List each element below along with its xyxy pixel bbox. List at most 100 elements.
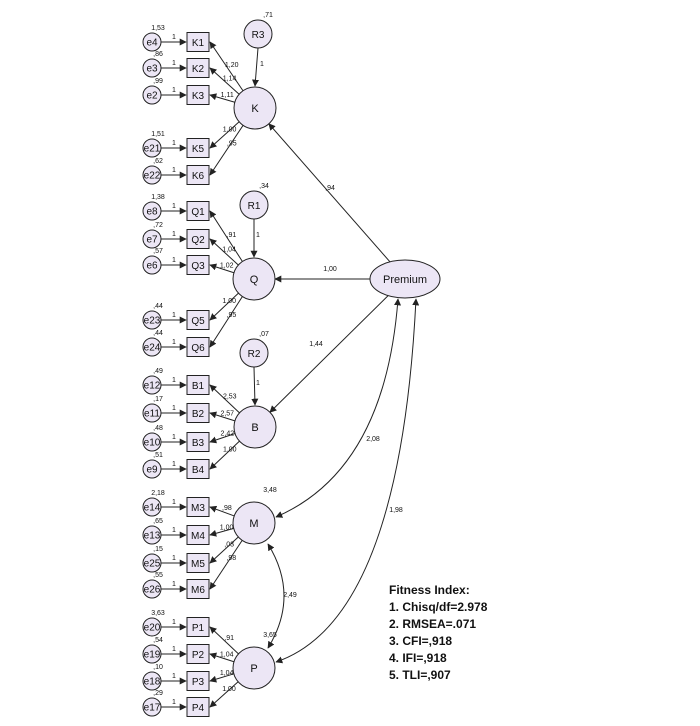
latent-factor-node (233, 86, 277, 130)
error-term-node (142, 644, 162, 664)
factor-loading-label: 1,00 (223, 447, 237, 454)
error-variance-label: ,17 (153, 396, 163, 403)
factor-loading-label: 2,42 (221, 430, 235, 437)
error-path-fixed-label: 1 (172, 527, 176, 534)
factor-loading-path (209, 440, 240, 470)
error-variance-label: ,99 (153, 78, 163, 85)
error-variance-label: ,86 (153, 51, 163, 58)
latent-factor-label: B (251, 422, 258, 434)
error-term-node (142, 525, 162, 545)
error-variance-label: ,54 (153, 637, 163, 644)
factor-loading-label: 1,04 (220, 670, 234, 677)
residual-label: R1 (248, 201, 261, 212)
structural-path-label: 1,44 (309, 341, 323, 348)
indicator-label: P1 (192, 623, 205, 634)
error-term-label: e21 (144, 144, 161, 155)
covariance-label: 2,08 (366, 436, 380, 443)
error-path-fixed-label: 1 (172, 140, 176, 147)
latent-factor-label: P (250, 663, 257, 675)
indicator-box (186, 375, 210, 395)
indicator-label: M5 (191, 559, 205, 570)
latent-factor-node (232, 501, 276, 545)
error-term-label: e7 (146, 235, 158, 246)
indicator-label: K5 (192, 144, 205, 155)
second-order-factor-label: Premium (383, 274, 427, 286)
error-path-fixed-label: 1 (172, 231, 176, 238)
error-term-node (142, 403, 162, 423)
indicator-label: P2 (192, 650, 205, 661)
residual-variance-label: ,07 (259, 331, 269, 338)
indicator-label: M3 (191, 503, 205, 514)
residual-label: R3 (252, 30, 265, 41)
factor-loading-label: ,98 (226, 555, 236, 562)
error-term-label: e6 (146, 261, 158, 272)
indicator-box (186, 229, 210, 249)
error-variance-label: ,65 (153, 518, 163, 525)
factor-loading-label: 1,00 (220, 524, 234, 531)
error-variance-label: ,57 (153, 248, 163, 255)
error-term-label: e3 (146, 64, 158, 75)
error-path-fixed-label: 1 (172, 673, 176, 680)
indicator-label: B4 (192, 465, 205, 476)
covariance-arc (275, 298, 420, 664)
factor-loading-path (209, 626, 239, 655)
error-variance-label: ,55 (153, 572, 163, 579)
residual-variance-label: ,71 (263, 12, 273, 19)
error-path-fixed-label: 1 (172, 461, 176, 468)
error-variance-label: 1,38 (151, 194, 165, 201)
factor-loading-label: 1,00 (222, 686, 236, 693)
error-term-node (142, 697, 162, 717)
covariance-label: 2,49 (283, 592, 297, 599)
error-variance-label: ,29 (153, 690, 163, 697)
indicator-box (186, 432, 210, 452)
error-variance-label: ,10 (153, 664, 163, 671)
latent-variance-label: 3,48 (263, 487, 277, 494)
factor-loading-label: 1,20 (225, 62, 239, 69)
fitness-index-title: Fitness Index: (389, 583, 470, 597)
indicator-box (186, 697, 210, 717)
error-term-label: e17 (144, 703, 161, 714)
indicator-box (186, 85, 210, 105)
error-term-node (142, 553, 162, 573)
factor-loading-path (209, 433, 236, 444)
indicator-label: K6 (192, 171, 205, 182)
factor-loading-path (209, 125, 244, 176)
factor-loading-label: 1,14 (223, 75, 237, 82)
indicator-box (186, 553, 210, 573)
residual-path-fixed-label: 1 (260, 61, 264, 68)
error-term-label: e23 (144, 316, 161, 327)
error-term-node (142, 229, 162, 249)
error-variance-label: ,51 (153, 452, 163, 459)
structural-path (269, 295, 389, 413)
indicator-label: P3 (192, 677, 205, 688)
factor-loading-label: 2,53 (223, 393, 237, 400)
factor-loading-label: 1,00 (222, 298, 236, 305)
latent-factor-label: M (249, 518, 258, 530)
error-variance-label: 1,51 (151, 131, 165, 138)
indicator-box (186, 497, 210, 517)
factor-loading-path (209, 296, 243, 348)
indicator-box (186, 403, 210, 423)
error-term-node (142, 310, 162, 330)
error-term-label: e26 (144, 585, 161, 596)
error-variance-label: 1,53 (151, 25, 165, 32)
error-term-label: e24 (144, 343, 161, 354)
error-path-fixed-label: 1 (172, 34, 176, 41)
error-path-fixed-label: 1 (172, 257, 176, 264)
error-term-label: e10 (144, 438, 161, 449)
error-term-node (142, 432, 162, 452)
error-variance-label: 2,18 (151, 490, 165, 497)
factor-loading-label: 1,00 (223, 127, 237, 134)
indicator-label: B3 (192, 438, 205, 449)
error-variance-label: ,15 (153, 546, 163, 553)
error-term-label: e20 (144, 623, 161, 634)
residual-path-fixed-label: 1 (256, 232, 260, 239)
factor-loading-path (209, 121, 240, 149)
indicator-box (186, 165, 210, 185)
error-term-label: e18 (144, 677, 161, 688)
residual-node (239, 190, 269, 220)
error-term-label: e25 (144, 559, 161, 570)
factor-loading-label: ,03 (224, 542, 234, 549)
error-variance-label: ,44 (153, 330, 163, 337)
error-variance-label: ,72 (153, 222, 163, 229)
